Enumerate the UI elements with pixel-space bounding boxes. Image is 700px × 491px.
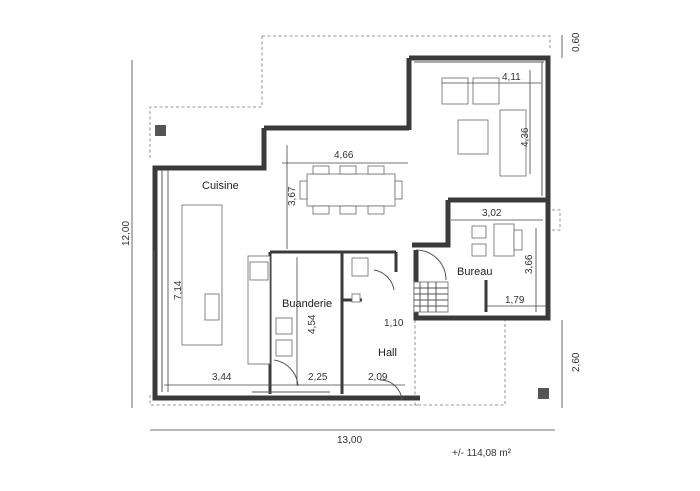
dim-4-11: 4,11: [502, 72, 521, 83]
dim-4-66: 4,66: [334, 150, 354, 161]
dim-2-09: 2,09: [368, 372, 388, 383]
living-furniture: [441, 77, 527, 177]
dim-3-67: 3,67: [287, 186, 298, 206]
room-label-hall: Hall: [378, 347, 397, 359]
terrace-outline: [149, 35, 561, 406]
dim-2-25: 2,25: [308, 372, 328, 383]
staircase: [413, 281, 449, 313]
dim-3-02: 3,02: [482, 208, 502, 219]
dining-table: [299, 165, 403, 215]
dim-2-60: 2,60: [571, 352, 582, 372]
dim-0-60: 0,60: [571, 32, 582, 52]
dim-3-66: 3,66: [524, 254, 535, 274]
room-label-cuisine: Cuisine: [202, 180, 239, 192]
dim-overall-width: 13,00: [337, 435, 362, 446]
room-label-bureau: Bureau: [457, 266, 492, 278]
dim-7-14: 7,14: [173, 280, 184, 300]
window-frames: [153, 61, 544, 393]
area-label: +/- 114,08 m²: [452, 448, 512, 459]
doors: [273, 249, 447, 401]
dim-overall-height: 12,00: [121, 221, 132, 246]
interior-dimension-lines: [164, 70, 546, 392]
bureau-desk: [471, 223, 523, 257]
dim-1-10: 1,10: [384, 318, 404, 329]
dim-4-36: 4,36: [520, 127, 531, 147]
dim-4-54: 4,54: [307, 314, 318, 334]
columns: [155, 125, 549, 399]
kitchen-fixtures: [181, 204, 369, 365]
dim-1-79: 1,79: [505, 295, 525, 306]
dim-3-44: 3,44: [212, 372, 232, 383]
room-label-buanderie: Buanderie: [282, 298, 332, 310]
overall-dimension-lines: [131, 35, 563, 431]
